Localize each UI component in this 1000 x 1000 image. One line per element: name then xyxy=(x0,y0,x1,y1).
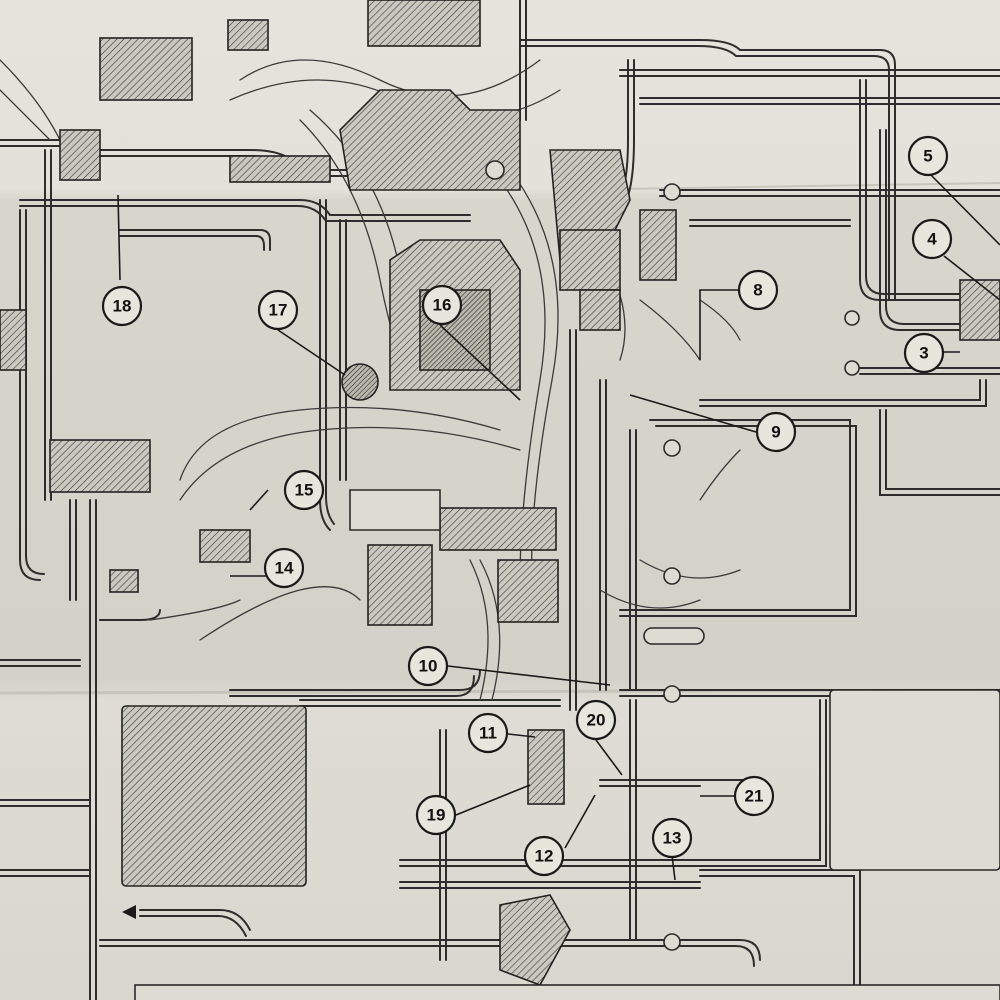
callout-8: 8 xyxy=(737,269,779,311)
component-block xyxy=(99,37,193,101)
svg-text:14: 14 xyxy=(275,559,294,578)
svg-text:11: 11 xyxy=(479,724,497,743)
callout-10: 10 xyxy=(407,645,449,687)
callout-20: 20 xyxy=(575,699,617,741)
callout-14: 14 xyxy=(263,547,305,589)
svg-text:8: 8 xyxy=(753,281,762,300)
svg-text:9: 9 xyxy=(771,423,780,442)
svg-text:20: 20 xyxy=(587,711,606,730)
valve-11 xyxy=(527,729,565,805)
component-block xyxy=(439,507,557,551)
leader-lines xyxy=(117,171,1000,881)
callout-13: 13 xyxy=(651,817,693,859)
svg-text:21: 21 xyxy=(745,787,764,806)
component-block xyxy=(199,529,251,563)
svg-text:19: 19 xyxy=(427,806,446,825)
frame-outline xyxy=(134,984,1000,1000)
component-block xyxy=(59,129,101,181)
svg-text:17: 17 xyxy=(269,301,288,320)
callout-21: 21 xyxy=(733,775,775,817)
component-block xyxy=(227,19,269,51)
fitting xyxy=(663,933,681,951)
flow-arrow xyxy=(122,905,136,919)
fitting xyxy=(844,310,860,326)
callout-18: 18 xyxy=(101,285,143,327)
svg-text:5: 5 xyxy=(923,147,932,166)
callout-5: 5 xyxy=(907,135,949,177)
callout-9: 9 xyxy=(755,411,797,453)
fitting xyxy=(663,439,681,457)
fitting xyxy=(485,160,505,180)
fitting xyxy=(844,360,860,376)
callout-3: 3 xyxy=(903,332,945,374)
paper-fold-line xyxy=(559,182,1000,191)
svg-text:13: 13 xyxy=(663,829,682,848)
svg-text:15: 15 xyxy=(295,481,314,500)
svg-text:18: 18 xyxy=(113,297,132,316)
component-block xyxy=(0,309,27,371)
component-block xyxy=(559,229,621,291)
callout-19: 19 xyxy=(415,794,457,836)
svg-text:10: 10 xyxy=(419,657,438,676)
callout-15: 15 xyxy=(283,469,325,511)
rack-unit-4 xyxy=(959,279,1000,341)
tank-block xyxy=(121,705,307,887)
component-block xyxy=(339,89,521,191)
svg-text:3: 3 xyxy=(919,344,928,363)
panel-outline xyxy=(829,689,1000,871)
component-block xyxy=(229,155,331,183)
connector-pill xyxy=(643,627,705,645)
component-block xyxy=(579,289,621,331)
component-block xyxy=(367,544,433,626)
callouts: 3 4 5 8 9 10 11 12 xyxy=(101,135,953,877)
component-block xyxy=(49,439,151,493)
callout-11: 11 xyxy=(467,712,509,754)
fitting xyxy=(663,567,681,585)
round-unit-17 xyxy=(341,363,379,401)
component-block xyxy=(109,569,139,593)
component-block xyxy=(367,0,481,47)
svg-text:12: 12 xyxy=(535,847,554,866)
callout-17: 17 xyxy=(257,289,299,331)
svg-text:16: 16 xyxy=(433,296,452,315)
svg-text:4: 4 xyxy=(927,230,937,249)
fitting xyxy=(663,183,681,201)
fitting xyxy=(663,685,681,703)
callout-16: 16 xyxy=(421,284,463,326)
component-block xyxy=(349,489,441,531)
callout-12: 12 xyxy=(523,835,565,877)
component-block xyxy=(639,209,677,281)
valve-bottom xyxy=(499,894,571,986)
component-block xyxy=(497,559,559,623)
callout-4: 4 xyxy=(911,218,953,260)
